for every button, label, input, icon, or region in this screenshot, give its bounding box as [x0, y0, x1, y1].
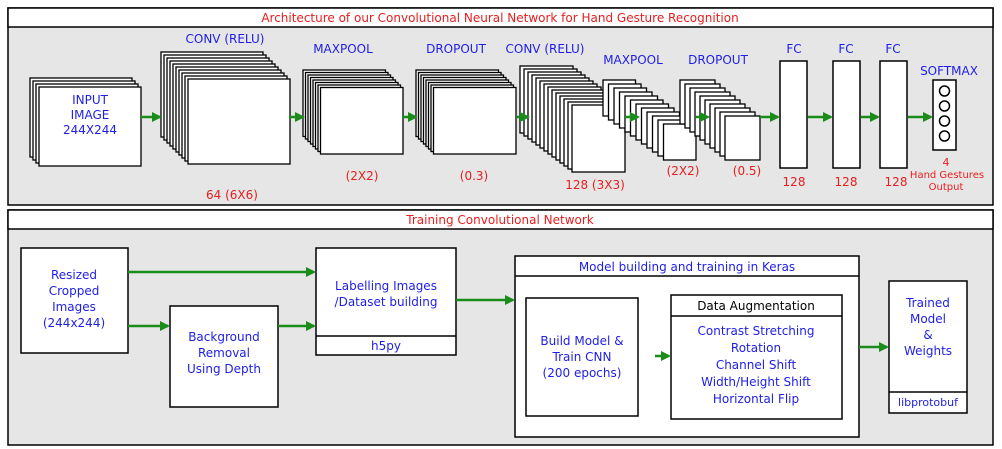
augmentation-item-1: Contrast Stretching [698, 324, 815, 338]
resized-line4: (244x244) [43, 316, 105, 330]
resized-line3: Images [52, 300, 96, 314]
softmax-label: SOFTMAX [920, 64, 978, 78]
input-stack-layer [38, 86, 142, 167]
dropout2-param: (0.5) [733, 164, 761, 178]
fc1-block [779, 60, 808, 169]
resized-line1: Resized [51, 268, 97, 282]
background-line2: Removal [198, 346, 250, 360]
labelling-box [315, 247, 457, 356]
softmax-desc-line2: Output [929, 182, 964, 193]
dropout1-label: DROPOUT [426, 42, 486, 56]
conv2-stack-layer [571, 104, 626, 173]
conv1-param: 64 (6X6) [206, 188, 258, 202]
dropout2-label: DROPOUT [688, 53, 748, 67]
trained-line4: Weights [904, 344, 952, 358]
trained-model-box [888, 280, 968, 414]
maxpool1-label: MAXPOOL [313, 42, 373, 56]
trained-line2: Model [910, 312, 946, 326]
softmax-node-4 [938, 130, 951, 142]
input-label-line2: IMAGE [71, 108, 110, 122]
augmentation-item-2: Rotation [731, 341, 781, 355]
fc1-label: FC [786, 42, 801, 56]
architecture-title-bar [7, 7, 994, 28]
input-label-line3: 244X244 [63, 123, 117, 137]
background-removal-box [169, 305, 279, 408]
input-stack [29, 77, 142, 167]
build-model-box [525, 297, 639, 417]
fc1-param: 128 [783, 175, 806, 189]
augmentation-item-3: Channel Shift [716, 358, 797, 372]
maxpool1-stack [302, 69, 404, 155]
dropout1-param: (0.3) [460, 169, 488, 183]
labelling-line1: Labelling Images [335, 279, 437, 293]
softmax-node-1 [938, 85, 951, 97]
dropout1-stack [415, 69, 517, 155]
build-line3: (200 epochs) [543, 366, 622, 380]
fc2-block [832, 60, 861, 169]
trained-footer: libprotobuf [898, 396, 959, 409]
fc3-block [879, 60, 908, 169]
dropout2-stack-layer [724, 115, 761, 161]
background-line3: Using Depth [187, 362, 261, 376]
resized-images-box [20, 247, 129, 354]
model-section-title: Model building and training in Keras [579, 260, 795, 274]
architecture-title: Architecture of our Convolutional Neural… [261, 11, 738, 25]
layer-stacks [29, 51, 761, 173]
maxpool1-stack-layer [319, 86, 404, 155]
conv1-label: CONV (RELU) [186, 32, 265, 46]
fc3-param: 128 [885, 175, 908, 189]
conv2-label: CONV (RELU) [506, 42, 585, 56]
training-title: Training Convolutional Network [405, 213, 594, 227]
maxpool2-param: (2X2) [667, 164, 700, 178]
resized-line2: Cropped [49, 284, 100, 298]
build-line2: Train CNN [552, 350, 612, 364]
fc2-param: 128 [835, 175, 858, 189]
fc3-label: FC [885, 42, 900, 56]
softmax-node-3 [938, 115, 951, 127]
fc2-label: FC [838, 42, 853, 56]
dropout1-stack-layer [432, 86, 517, 155]
conv1-stack-layer [187, 78, 291, 165]
augmentation-item-4: Width/Height Shift [701, 375, 811, 389]
conv1-stack [160, 51, 291, 165]
conv2-param: 128 (3X3) [565, 178, 625, 192]
background-line1: Background [188, 330, 260, 344]
input-label-line1: INPUT [72, 93, 109, 107]
trained-line3: & [923, 328, 932, 342]
labelling-footer: h5py [371, 339, 401, 353]
softmax-block [932, 79, 957, 151]
maxpool1-param: (2X2) [346, 169, 379, 183]
labelling-line2: /Dataset building [335, 295, 438, 309]
dropout2-stack [679, 79, 761, 161]
trained-line1: Trained [905, 296, 950, 310]
build-line1: Build Model & [540, 334, 623, 348]
conv2-stack [519, 65, 626, 173]
softmax-desc-line1: Hand Gestures [910, 170, 984, 181]
training-title-bar [7, 209, 994, 230]
softmax-count: 4 [943, 156, 950, 169]
augmentation-item-5: Horizontal Flip [713, 392, 799, 406]
softmax-node-2 [938, 100, 951, 112]
maxpool2-label: MAXPOOL [603, 53, 663, 67]
maxpool2-stack [602, 79, 697, 161]
augmentation-title: Data Augmentation [697, 299, 815, 313]
